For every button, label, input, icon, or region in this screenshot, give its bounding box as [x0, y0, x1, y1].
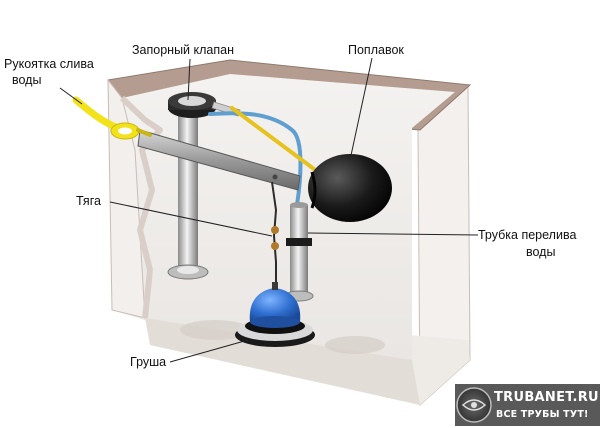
label-overflow-line2: воды	[526, 245, 555, 259]
leader-bulb	[169, 339, 249, 363]
watermark-tagline: ВСЕ ТРУБЫ ТУТ!	[496, 409, 589, 420]
label-rod: Тяга	[76, 194, 101, 208]
leader-overflow	[307, 232, 479, 236]
leader-handle	[59, 87, 83, 105]
label-bulb: Груша	[130, 355, 166, 369]
tank-front-cut-edge	[119, 95, 163, 319]
leader-rod	[109, 201, 273, 237]
label-handle-line1: Рукоятка слива	[4, 57, 94, 71]
leader-float	[349, 57, 373, 161]
label-float: Поплавок	[348, 43, 404, 57]
tank-interior	[122, 74, 455, 360]
bulb	[235, 282, 315, 347]
flush-handle	[72, 96, 152, 140]
rod	[271, 181, 279, 286]
label-handle-line2: воды	[12, 73, 41, 87]
watermark-site: TRUBANET.RU	[494, 390, 599, 405]
label-shutoff-valve: Запорный клапан	[132, 43, 234, 57]
leader-shutoff-valve	[187, 58, 191, 101]
watermark: TRUBANET.RU ВСЕ ТРУБЫ ТУТ!	[455, 384, 600, 426]
float	[308, 154, 392, 222]
leader-lines	[59, 57, 479, 363]
label-overflow-line1: Трубка перелива	[478, 228, 576, 242]
tank-body	[107, 59, 472, 407]
flush-bar	[137, 129, 301, 191]
float-arm	[230, 106, 320, 174]
